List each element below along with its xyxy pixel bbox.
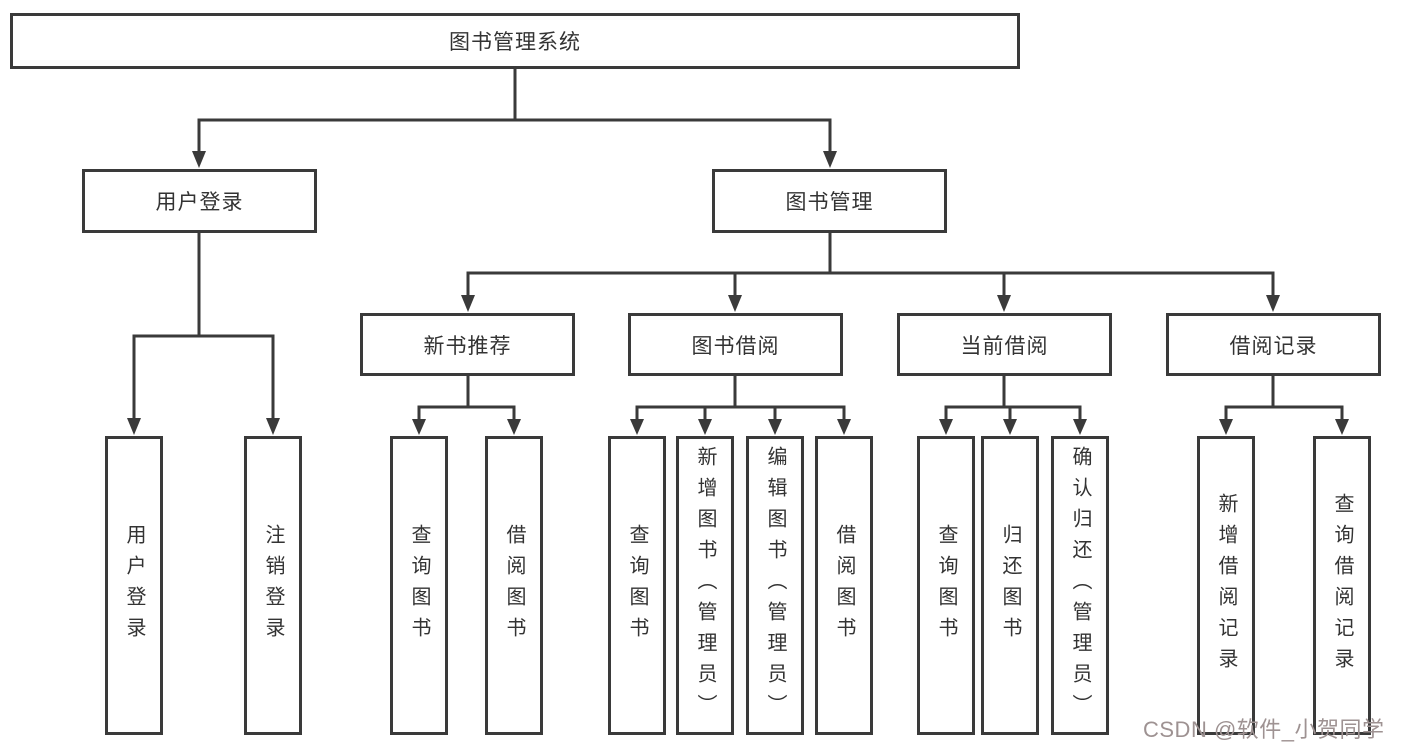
leaf-return-book-label: 归还图书 — [999, 523, 1021, 648]
node-current-borrow: 当前借阅 — [897, 313, 1112, 376]
leaf-query-book-recommend-label: 查询图书 — [408, 523, 430, 648]
leaf-add-borrow-record: 新增借阅记录 — [1197, 436, 1255, 735]
node-new-book-recommend: 新书推荐 — [360, 313, 575, 376]
leaf-confirm-return-admin: 确认归还（管理员） — [1051, 436, 1109, 735]
node-book-borrow: 图书借阅 — [628, 313, 843, 376]
node-user-login-label: 用户登录 — [155, 191, 244, 214]
node-borrow-records-label: 借阅记录 — [1229, 334, 1318, 358]
leaf-borrow-book: 借阅图书 — [815, 436, 873, 735]
leaf-query-book-current-label: 查询图书 — [935, 523, 957, 648]
node-root-label: 图书管理系统 — [449, 31, 581, 54]
leaf-user-login: 用户登录 — [105, 436, 163, 735]
leaf-query-book-recommend: 查询图书 — [390, 436, 448, 735]
leaf-add-book-admin-label: 新增图书（管理员） — [694, 446, 716, 725]
node-book-borrow-label: 图书借阅 — [691, 334, 780, 358]
leaf-add-book-admin: 新增图书（管理员） — [676, 436, 734, 735]
leaf-borrow-book-label: 借阅图书 — [833, 523, 855, 648]
leaf-query-book-borrow: 查询图书 — [608, 436, 666, 735]
node-borrow-records: 借阅记录 — [1166, 313, 1381, 376]
leaf-edit-book-admin-label: 编辑图书（管理员） — [764, 446, 786, 725]
node-book-management: 图书管理 — [712, 169, 947, 233]
arrowheads — [127, 151, 1349, 435]
node-root: 图书管理系统 — [10, 13, 1020, 69]
leaf-logout-login-label: 注销登录 — [262, 523, 284, 648]
leaf-confirm-return-admin-label: 确认归还（管理员） — [1069, 446, 1091, 725]
leaf-query-borrow-record-label: 查询借阅记录 — [1331, 492, 1353, 679]
watermark: CSDN @软件_小贺同学 — [1143, 717, 1385, 742]
leaf-add-borrow-record-label: 新增借阅记录 — [1215, 492, 1237, 679]
node-book-management-label: 图书管理 — [785, 191, 874, 214]
leaf-logout-login: 注销登录 — [244, 436, 302, 735]
leaf-borrow-book-recommend: 借阅图书 — [485, 436, 543, 735]
leaf-query-book-current: 查询图书 — [917, 436, 975, 735]
leaf-borrow-book-recommend-label: 借阅图书 — [503, 523, 525, 648]
node-new-book-recommend-label: 新书推荐 — [423, 334, 512, 358]
leaf-return-book: 归还图书 — [981, 436, 1039, 735]
node-current-borrow-label: 当前借阅 — [960, 334, 1049, 358]
node-user-login: 用户登录 — [82, 169, 317, 233]
leaf-query-borrow-record: 查询借阅记录 — [1313, 436, 1371, 735]
leaf-edit-book-admin: 编辑图书（管理员） — [746, 436, 804, 735]
leaf-user-login-label: 用户登录 — [123, 523, 145, 648]
leaf-query-book-borrow-label: 查询图书 — [626, 523, 648, 648]
